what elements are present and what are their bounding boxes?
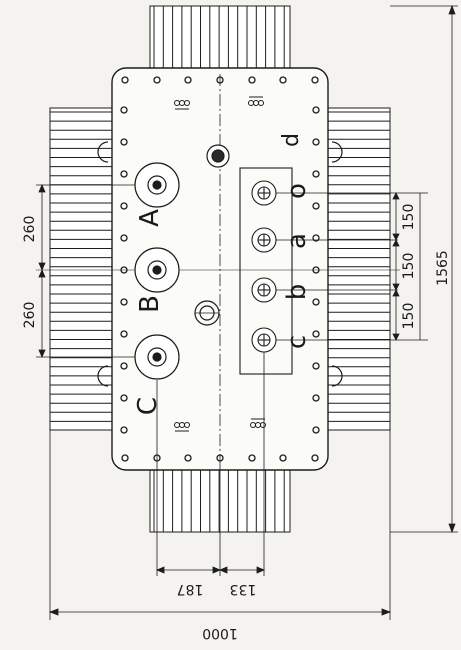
- cover-bolt: [312, 106, 320, 114]
- dim-right-150-3: 150: [401, 303, 417, 330]
- dim-bottom-133: 133: [230, 581, 257, 597]
- hv-bushing-c: [134, 334, 180, 380]
- label-lv-a: a: [282, 233, 312, 249]
- label-hv-a: A: [135, 209, 165, 227]
- cover-bolt: [120, 234, 128, 242]
- cover-fittings: [194, 144, 230, 326]
- cover-bolt: [311, 76, 319, 84]
- top-radiator-bank: [149, 5, 291, 69]
- cover-bolt: [120, 138, 128, 146]
- dim-overall-1000: 1000: [202, 625, 238, 641]
- marking-top-left: [174, 100, 190, 110]
- dim-left-260-top: 260: [22, 216, 38, 243]
- cover-bolt: [312, 202, 320, 210]
- cover-bolt: [120, 394, 128, 402]
- lv-bushing-a: [251, 227, 277, 253]
- label-lv-c: c: [282, 335, 312, 349]
- dim-left-260-bottom: 260: [22, 302, 38, 329]
- cover-bolt: [248, 76, 256, 84]
- cover-bolt: [312, 170, 320, 178]
- label-extra-d: d: [279, 133, 304, 147]
- cover-bolt: [121, 454, 129, 462]
- left-radiator-fins: [50, 111, 112, 422]
- marking-bottom-right: [250, 418, 266, 428]
- cover-bolt: [248, 454, 256, 462]
- cover-bolt: [120, 106, 128, 114]
- cover-bolt: [312, 330, 320, 338]
- top-radiator-frame: [149, 5, 291, 69]
- lug-right-bottom: [331, 365, 343, 387]
- label-lv-o: o: [282, 183, 312, 199]
- cover-bolt: [312, 138, 320, 146]
- dim-overall-1565: 1565: [435, 250, 451, 286]
- cover-bolt: [120, 426, 128, 434]
- cover-bolt: [312, 426, 320, 434]
- lv-bushing-o: [251, 180, 277, 206]
- lug-right-top: [331, 141, 343, 163]
- cover-bolt: [312, 234, 320, 242]
- right-radiator-frame: [327, 107, 391, 431]
- lifting-lugs: [97, 141, 343, 387]
- bottom-radiator-fins: [153, 470, 285, 532]
- cover-bolt: [312, 362, 320, 370]
- top-radiator-fins: [153, 6, 285, 68]
- cover-bolt: [311, 454, 319, 462]
- cover-bolt: [279, 76, 287, 84]
- left-radiator-frame: [49, 107, 113, 431]
- cover-bolt: [184, 454, 192, 462]
- cover-bolt: [120, 202, 128, 210]
- left-dimension-lines: [36, 183, 135, 359]
- cover-bolt: [120, 330, 128, 338]
- right-radiator-fins: [328, 111, 390, 422]
- label-hv-b: B: [135, 295, 165, 313]
- cover-bolt: [184, 76, 192, 84]
- lug-left-top: [97, 141, 109, 163]
- cover-bolt: [120, 170, 128, 178]
- cover-bolt: [120, 362, 128, 370]
- cover-bolt: [312, 298, 320, 306]
- right-radiator-bank: [327, 107, 391, 431]
- marking-bottom-left: [174, 422, 190, 432]
- lv-terminal-box: [239, 167, 293, 375]
- hv-bushing-b: [134, 247, 180, 293]
- cover-markings: [174, 96, 266, 432]
- bottom-dimension-texts: 187 133 1000: [177, 581, 257, 641]
- lug-left-bottom: [97, 365, 109, 387]
- lv-bushing-c: [251, 327, 277, 353]
- cover-bolt: [120, 298, 128, 306]
- right-dimension-texts: 150 150 150 1565: [401, 204, 451, 330]
- cover-bolt: [312, 394, 320, 402]
- marking-top-right: [248, 96, 264, 106]
- cover-bolt: [279, 454, 287, 462]
- lv-bushing-b: [251, 277, 277, 303]
- label-hv-c: C: [133, 397, 163, 415]
- phase-labels: A B C o a b c d: [133, 133, 312, 415]
- cover-bolt: [121, 76, 129, 84]
- dim-right-150-2: 150: [401, 253, 417, 280]
- hv-bushings: [134, 162, 180, 380]
- bottom-dimension-lines: [48, 352, 392, 620]
- dim-right-150-1: 150: [401, 204, 417, 231]
- hv-bushing-a: [134, 162, 180, 208]
- centre-pocket: [194, 300, 220, 326]
- left-radiator-bank: [49, 107, 113, 431]
- left-dimension-texts: 260 260: [22, 216, 38, 329]
- label-lv-b: b: [282, 284, 312, 301]
- right-dimension-lines: [276, 4, 458, 534]
- top-valve: [206, 144, 230, 168]
- lv-bushings: [251, 180, 277, 353]
- dim-bottom-187: 187: [177, 581, 204, 597]
- cover-bolt: [153, 76, 161, 84]
